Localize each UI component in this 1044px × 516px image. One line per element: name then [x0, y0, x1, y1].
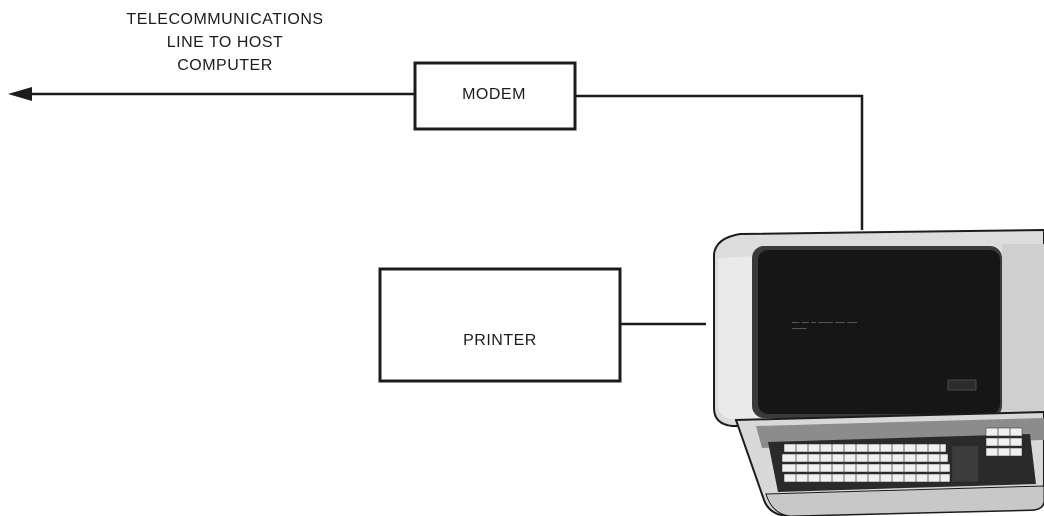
telecom-line-label: TELECOMMUNICATIONS LINE TO HOST COMPUTER — [60, 8, 390, 77]
telecom-line-label-line-2: LINE TO HOST — [166, 34, 284, 51]
telecom-line-label-line-3: COMPUTER — [177, 57, 273, 74]
modem-label: MODEM — [462, 86, 526, 103]
printer-box — [378, 267, 622, 383]
telecom-arrowhead — [8, 87, 32, 101]
telecom-line-label-line-1: TELECOMMUNICATIONS — [126, 11, 324, 28]
computer-terminal-icon — [713, 228, 1044, 516]
printer-label: PRINTER — [463, 332, 537, 349]
modem-terminal-connector — [575, 94, 864, 230]
terminal-screen-content: ▔▔▔ ▔▔▔ ▔▔ ▔▔▔▔▔▔ ▔▔▔▔ ▔▔▔▔ ▔▔▔▔▔▔ — [792, 322, 858, 333]
